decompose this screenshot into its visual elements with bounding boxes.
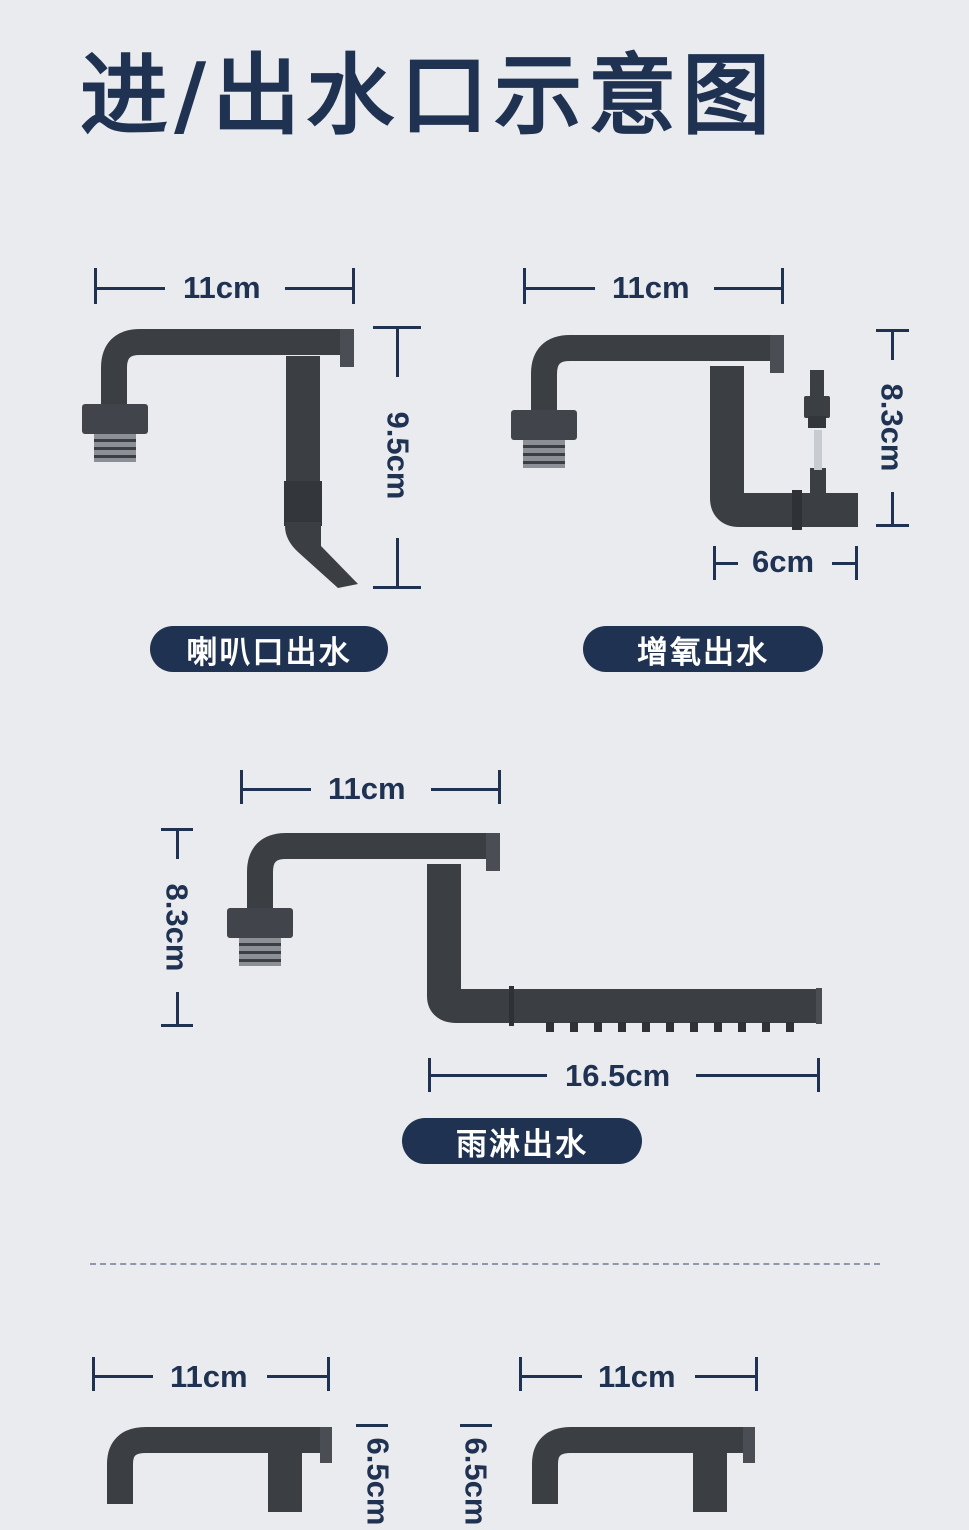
height-label: 6.5cm [360, 1437, 396, 1526]
width-dimension-line-left [241, 788, 311, 791]
width-label: 11cm [183, 270, 261, 305]
width-dimension-tick-left [94, 268, 97, 304]
width-dimension-tick-right [327, 1357, 330, 1391]
width-dimension-tick-left [519, 1357, 522, 1391]
height-dimension-line-bottom [176, 992, 179, 1026]
height-dimension-line-top [396, 327, 399, 377]
width-dimension-line-right [431, 788, 501, 791]
width-dimension-line-right [714, 287, 784, 290]
extra-dimension-line-right [832, 562, 856, 565]
width-dimension-tick-left [240, 770, 243, 804]
label-horn-outlet: 喇叭口出水 [150, 626, 388, 672]
height-dimension-tick-top [356, 1424, 388, 1427]
width-label: 11cm [612, 270, 690, 305]
extra-label: 6cm [752, 544, 815, 579]
fifth-pipe-image [532, 1427, 755, 1512]
height-label: 9.5cm [380, 411, 416, 500]
extra-dimension-tick-right [855, 546, 858, 580]
height-dimension-line-top [176, 829, 179, 859]
width-label: 11cm [170, 1359, 248, 1394]
rain-outlet-pipe-image [227, 833, 822, 1032]
width-dimension-tick-right [498, 770, 501, 804]
label-aeration-outlet: 增氧出水 [583, 626, 823, 672]
width-dimension-tick-right [352, 268, 355, 304]
height-label: 8.3cm [874, 383, 910, 472]
page-title: 进/出水口示意图 [80, 44, 777, 147]
height-dimension-line-top [891, 330, 894, 360]
extra-dimension-tick-right [817, 1058, 820, 1092]
width-dimension-tick-left [92, 1357, 95, 1391]
height-label: 6.5cm [458, 1437, 494, 1526]
width-label: 11cm [598, 1359, 676, 1394]
fourth-pipe-image [107, 1427, 332, 1512]
section-divider [90, 1263, 880, 1265]
width-dimension-line-right [285, 287, 355, 290]
extra-dimension-line-left [429, 1074, 547, 1077]
width-dimension-line-left [95, 287, 165, 290]
extra-dimension-line-left [714, 562, 738, 565]
width-dimension-tick-right [755, 1357, 758, 1391]
horn-outlet-pipe-image [82, 329, 358, 588]
height-label: 8.3cm [159, 883, 195, 972]
width-dimension-line-right [267, 1375, 329, 1378]
label-rain-outlet: 雨淋出水 [402, 1118, 642, 1164]
width-dimension-line-left [520, 1375, 582, 1378]
width-dimension-line-right [695, 1375, 757, 1378]
width-dimension-line-left [525, 287, 595, 290]
height-dimension-tick-top [460, 1424, 492, 1427]
width-dimension-tick-right [781, 268, 784, 304]
aeration-outlet-pipe-image [511, 335, 858, 530]
width-dimension-tick-left [523, 268, 526, 304]
height-dimension-line-bottom [891, 492, 894, 526]
height-dimension-line-bottom [396, 538, 399, 588]
width-dimension-line-left [93, 1375, 153, 1378]
extra-dimension-line-right [696, 1074, 818, 1077]
width-label: 11cm [328, 771, 406, 806]
extra-label: 16.5cm [565, 1058, 671, 1093]
